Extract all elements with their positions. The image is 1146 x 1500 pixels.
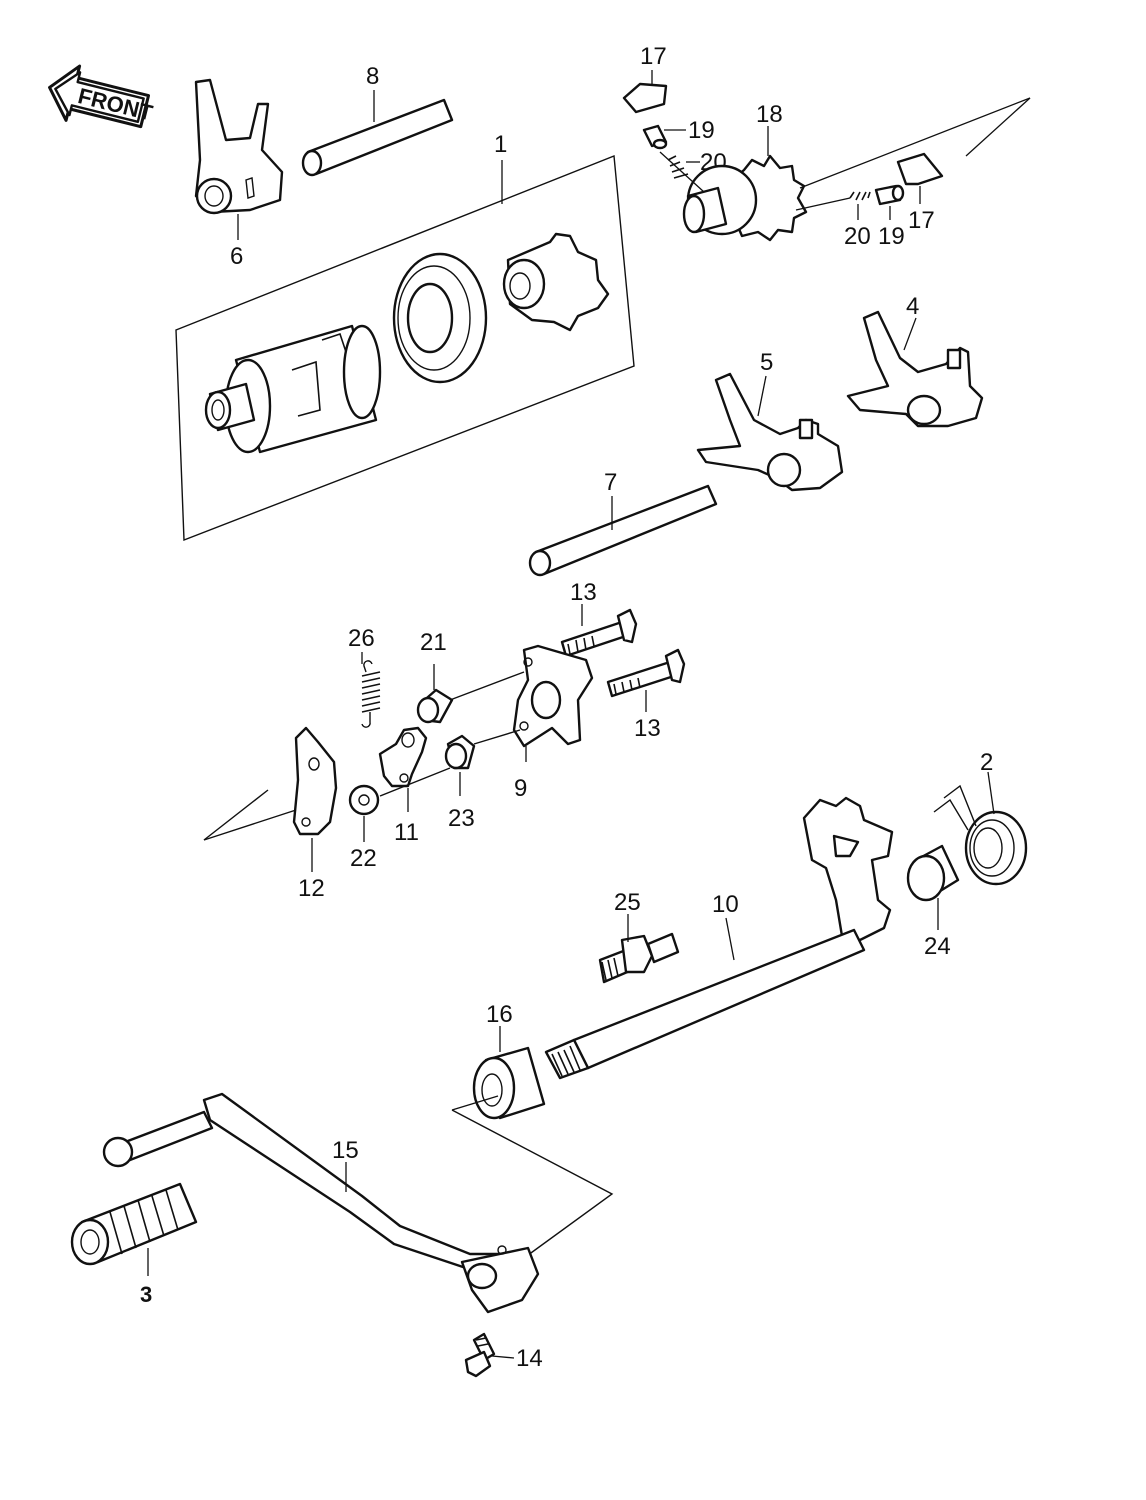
shift-shaft-10 [544,796,894,1080]
callout-20b: 20 [844,223,871,250]
rod-8 [301,98,454,177]
washer-22 [348,784,380,816]
callout-10: 10 [712,891,739,918]
detent-cap-17-right [896,152,944,186]
stud-25 [598,932,680,984]
callout-25: 25 [614,889,641,916]
shift-fork-6 [194,78,284,215]
callout-19b: 19 [878,223,905,250]
callout-4: 4 [906,293,919,320]
bearing [392,252,488,384]
callout-3: 3 [140,1282,152,1307]
bolt-14 [464,1332,496,1378]
collar-23 [444,734,476,770]
callout-5: 5 [760,349,773,376]
detent-cap-17-top [622,82,668,114]
rod-7 [528,484,718,577]
callout-16: 16 [486,1001,513,1028]
bolt-13-upper [560,608,638,658]
callout-8: 8 [366,63,379,90]
callout-11: 11 [394,819,419,846]
gear-18 [682,154,808,242]
callout-17b: 17 [908,207,935,234]
shift-drum [204,324,382,454]
axis-line-left [203,789,269,841]
return-spring-2 [933,784,1028,886]
callout-15: 15 [332,1137,359,1164]
shift-fork-5 [696,372,844,492]
bolt-13-lower [606,648,686,698]
callout-18: 18 [756,101,783,128]
callout-19a: 19 [688,117,715,144]
callout-26: 26 [348,625,375,652]
spring-20-top [667,155,689,179]
lever-mount-lines [451,1095,614,1259]
callout-13a: 13 [570,579,597,606]
spring-20-right [849,191,871,201]
callout-9: 9 [514,775,527,802]
plate-9 [512,644,594,748]
pin-19-right [874,184,905,206]
spring-26 [361,660,381,728]
callout-24: 24 [924,933,951,960]
callout-23: 23 [448,805,475,832]
callout-14: 14 [516,1345,543,1372]
callout-13b: 13 [634,715,661,742]
collar-21 [416,688,454,724]
assembly-box-1 [175,155,635,542]
foot-rubber-3 [70,1182,198,1266]
drum-pin-plate [502,232,610,332]
callout-17a: 17 [640,43,667,70]
callout-6: 6 [230,243,243,270]
callout-7: 7 [604,469,617,496]
arm-12 [292,726,338,836]
callout-21: 21 [420,629,447,656]
shift-fork-4 [846,310,984,428]
collar-16 [472,1046,546,1120]
pawl-11 [378,726,428,788]
front-arrow-icon: FRONT [48,64,156,129]
callout-2: 2 [980,749,993,776]
collar-24 [906,844,960,902]
pin-19-top [642,124,668,150]
callout-22: 22 [350,845,377,872]
callout-1: 1 [494,131,507,158]
callout-12: 12 [298,875,325,902]
shift-lever-15 [102,1092,540,1314]
